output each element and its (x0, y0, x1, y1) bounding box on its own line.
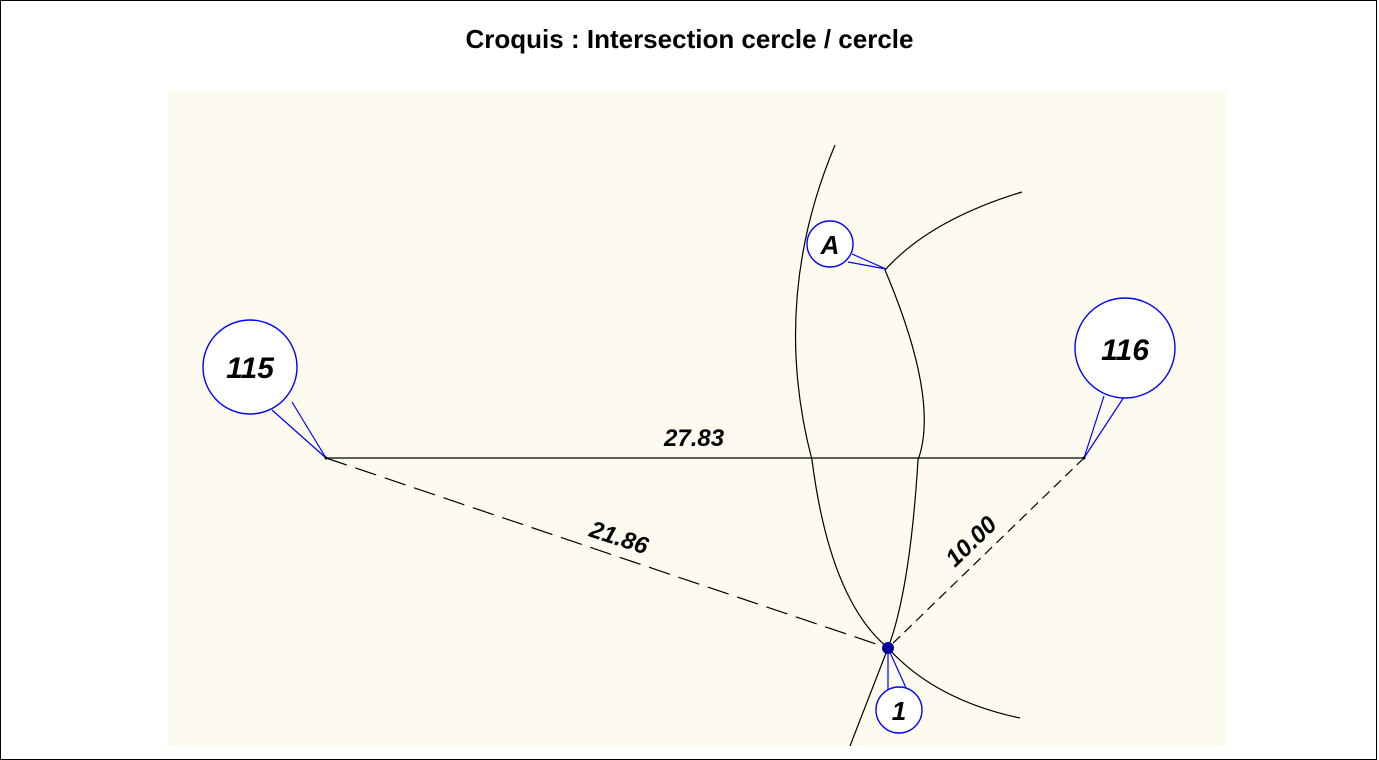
arc-around-115 (794, 144, 889, 746)
sketch-background (168, 91, 1226, 746)
intersection-point-1 (882, 642, 894, 654)
point-callout-116: 116 (1074, 297, 1176, 459)
arc-around-116 (884, 191, 1023, 719)
point-label-1: 1 (892, 696, 906, 726)
point-label-A: A (820, 230, 840, 260)
distance-label-115-116: 27.83 (663, 425, 725, 452)
point-label-116: 116 (1101, 334, 1149, 367)
point-callout-1: 1 (875, 647, 923, 734)
line-116-1 (887, 457, 1085, 649)
point-callout-A: A (806, 220, 887, 270)
point-marker-116 (1082, 456, 1086, 460)
sketch-canvas: 27.83 21.86 10.00 115 116 A 1 (168, 91, 1226, 746)
point-marker-115 (324, 456, 328, 460)
line-115-1 (325, 457, 889, 649)
point-callout-115: 115 (202, 319, 327, 459)
page-title: Croquis : Intersection cercle / cercle (465, 24, 914, 54)
point-label-115: 115 (226, 352, 275, 385)
